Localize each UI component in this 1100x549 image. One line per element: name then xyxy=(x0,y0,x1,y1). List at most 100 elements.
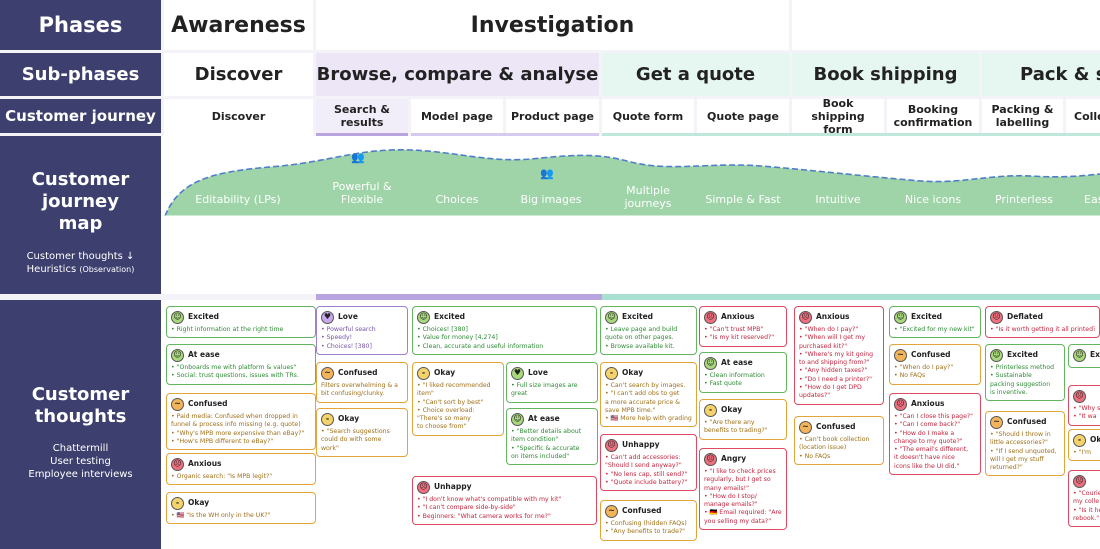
thought-card-line: • "Any hidden taxes?" xyxy=(799,367,868,375)
emotion-face-icon: ☺ xyxy=(990,348,1003,362)
thought-card-title: Okay xyxy=(188,497,210,507)
thought-card-line: will I get my stuff xyxy=(990,455,1044,463)
thought-card-title: Excited xyxy=(434,311,466,321)
thought-card-title: Okay xyxy=(434,367,456,377)
phase-investigation: Investigation xyxy=(316,0,789,50)
thought-card-line: • "How's MPB different to eBay?" xyxy=(171,437,274,445)
map-divider-2 xyxy=(316,294,602,300)
thought-card-title: Excited xyxy=(911,311,943,321)
people-icon: 👥 xyxy=(351,151,365,164)
thought-card-header: -Okay xyxy=(704,403,782,417)
thought-card-header: ☹Anxious xyxy=(799,310,879,324)
thought-card-header: ☹ xyxy=(1073,474,1100,488)
emotion-face-icon: ☹ xyxy=(1073,389,1086,403)
customer-thoughts-title: Customer thoughts xyxy=(31,384,130,427)
thought-card-line: could do with some xyxy=(321,436,382,444)
thought-card-line: • "Is my kit reserved?" xyxy=(704,334,775,342)
thought-card-line: (location issue) xyxy=(799,444,847,452)
thought-card-header: -Oka xyxy=(1073,433,1100,447)
emotion-face-icon: - xyxy=(704,403,717,417)
thought-card: ♥Love• Powerful search• Speedy!• Choices… xyxy=(316,306,408,355)
heuristics-note: Heuristics xyxy=(26,264,77,275)
thought-card-line: • "Search suggestions xyxy=(321,428,390,435)
thought-card-title: Unhappy xyxy=(622,439,660,449)
journey-map-curve xyxy=(161,148,1100,217)
thought-card-header: ~Confused xyxy=(321,366,403,380)
thought-card-line: • "Do I need a printer?" xyxy=(799,375,872,383)
heuristic-powerful: Powerful & Flexible xyxy=(332,180,392,206)
source-chattermill: Chattermill xyxy=(52,443,109,454)
thought-card-line: • "How do I stop/ xyxy=(704,492,757,500)
thought-card-line: • Choices! [380] xyxy=(417,326,468,333)
thought-card-line: • "If I send unquoted, xyxy=(990,447,1057,455)
thought-card-header: -Okay xyxy=(171,496,311,510)
step-packing-labelling: Packing & labelling xyxy=(982,99,1063,133)
thought-card-line: • "Can't trust MPB" xyxy=(704,326,764,333)
thought-card-line: • "The email's different, xyxy=(894,446,969,454)
thought-card-header: -Okay xyxy=(417,366,499,380)
thought-card-line: funnel & process info missing (e.g. quot… xyxy=(171,421,301,429)
thought-card-line: • Leave page and build xyxy=(605,326,678,333)
emotion-face-icon: - xyxy=(605,366,618,380)
thought-card-line: packing suggestion xyxy=(990,380,1051,388)
thought-card: ☺At ease• "Onboards me with platform & v… xyxy=(166,344,316,385)
thought-card: ~Confused• Confusing (hidden FAQs)• "Any… xyxy=(600,500,697,541)
step-book-shipping-form: Book shipping form xyxy=(792,99,884,133)
heuristic-big-images: Big images xyxy=(520,193,582,206)
emotion-face-icon: ☹ xyxy=(704,452,717,466)
thought-card-line: little accessories?" xyxy=(990,439,1048,447)
phases-label: Phases xyxy=(0,0,161,50)
thought-card-header: ♥Love xyxy=(321,310,403,324)
customer-journey-label: Customer journey xyxy=(0,99,161,133)
heuristic-multiple-journeys: Multiple journeys xyxy=(624,184,672,210)
thought-card-title: Deflated xyxy=(1007,311,1043,321)
map-divider-1 xyxy=(161,294,316,300)
thought-card-line: • "Onboards me with platform & values" xyxy=(171,364,297,371)
emotion-face-icon: - xyxy=(321,412,334,426)
thought-card: -Oka • "I'm xyxy=(1068,429,1100,462)
heuristic-editability: Editability (LPs) xyxy=(195,193,281,206)
thought-card-line: • "Should I throw in xyxy=(990,431,1051,438)
thought-card-line: • "I can't compare side-by-side" xyxy=(417,504,516,512)
thought-card: ☹Anxious• "Can't trust MPB"• "Is my kit … xyxy=(699,306,787,347)
thought-card: ☹Unhappy• "I don't know what's compatibl… xyxy=(412,476,597,525)
thought-card-header: ☺Excited xyxy=(605,310,692,324)
thought-card-title: Anxious xyxy=(188,458,222,468)
thought-card-line: • Value for money [4,274] xyxy=(417,334,498,342)
thought-card-line: • Powerful search xyxy=(321,326,376,333)
thought-card-line: • "I'm xyxy=(1073,449,1092,456)
thought-card-line: • Right information at the right time xyxy=(171,326,284,333)
thought-card-line: • "How do I make a xyxy=(894,429,955,437)
thoughts-note: Customer thoughts ↓ xyxy=(26,251,135,262)
bar-awareness xyxy=(164,133,313,137)
step-collection: Colle xyxy=(1066,99,1100,133)
thought-card-line: • Clean information xyxy=(704,372,765,379)
thought-card-header: ☺At ease xyxy=(704,356,782,370)
emotion-face-icon: ☺ xyxy=(704,356,717,370)
thought-card: ☹Anxious• "When do I pay?"• "When will I… xyxy=(794,306,884,405)
emotion-face-icon: ☺ xyxy=(605,310,618,324)
customer-thoughts-label: Customer thoughts Chattermill User testi… xyxy=(0,300,161,549)
thought-card-line: • "I don't know what's compatible with m… xyxy=(417,496,562,503)
subphase-pack: Pack & se xyxy=(982,53,1100,96)
thought-card-title: Love xyxy=(528,367,548,377)
thought-card-header: ~Confused xyxy=(171,397,311,411)
subphase-browse: Browse, compare & analyse xyxy=(316,53,599,96)
heuristic-easy: Eas xyxy=(1084,193,1100,206)
people-icon: 👥 xyxy=(540,167,554,180)
thought-card-line: • Paid media: Confused when dropped in xyxy=(171,413,298,420)
heuristic-printerless: Printerless xyxy=(995,193,1053,206)
heuristic-nice-icons: Nice icons xyxy=(904,193,962,206)
thought-card-title: Unhappy xyxy=(434,481,472,491)
thought-card-header: ☺Excited xyxy=(990,348,1060,362)
thought-card-line: bit confusing/clunky. xyxy=(321,390,385,398)
thought-card-header: ~Confused xyxy=(799,420,879,434)
journey-map-title: Customer journey map xyxy=(31,169,130,234)
emotion-face-icon: ☹ xyxy=(171,457,184,471)
thought-card-header: ☹Deflated xyxy=(990,310,1095,324)
thought-card-title: Okay xyxy=(622,367,644,377)
thought-card-line: item" xyxy=(417,390,434,398)
